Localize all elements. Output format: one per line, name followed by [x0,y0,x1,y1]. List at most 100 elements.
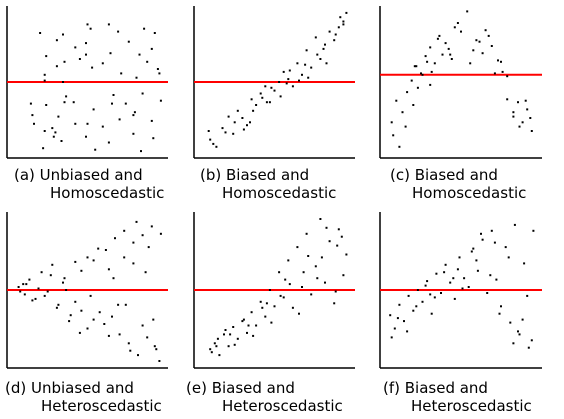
data-point [255,324,258,327]
data-point [109,52,112,55]
caption-e-line-2: Heteroscedastic [222,397,343,415]
data-point [342,20,345,23]
data-point [51,127,54,130]
data-point [101,62,104,65]
data-point [314,265,317,268]
data-point [140,150,142,153]
data-point [85,135,87,138]
data-point [342,23,345,26]
data-point [336,244,339,247]
data-point [521,318,524,321]
data-point [304,63,307,66]
data-point [500,60,502,63]
data-point [325,226,328,229]
data-point [22,283,25,286]
data-point [328,240,331,243]
data-point [43,294,46,297]
data-point [421,73,424,76]
data-point [233,343,236,346]
data-point [296,62,299,65]
data-point [232,132,235,135]
data-point [250,98,253,101]
data-point [143,27,146,30]
data-point [310,293,313,296]
data-point [495,278,498,281]
data-point [273,305,276,308]
data-point [62,33,64,36]
data-point [337,26,340,29]
data-point [518,333,521,336]
data-point [529,117,532,119]
data-point [86,23,89,26]
data-point [438,34,441,37]
data-point [333,39,336,42]
data-point [324,281,326,284]
data-point [403,320,405,323]
caption-e: (e) Biased and Heteroscedastic [186,379,343,415]
data-point [314,36,317,39]
data-point [444,42,447,45]
data-point [232,326,235,328]
data-point [63,60,66,63]
data-point [305,232,308,235]
data-point [489,274,492,277]
data-point [406,91,409,94]
data-point [509,321,512,324]
data-point [28,278,31,281]
data-point [92,259,95,262]
data-point [447,47,450,50]
data-point [101,125,104,128]
data-point [287,78,290,81]
data-point [486,292,489,294]
data-point [416,86,419,89]
data-point [80,309,83,312]
data-point [270,86,273,89]
data-point [242,128,245,131]
data-point [246,331,248,334]
data-point [159,232,162,235]
data-point [472,247,475,250]
data-point [487,34,490,37]
data-point [518,125,521,128]
data-point [241,117,244,119]
data-point [221,127,224,130]
data-point [150,47,153,50]
data-point [72,101,75,104]
data-point [390,336,393,339]
data-point [334,33,337,36]
caption-b-line-2: Homoscedastic [222,184,337,202]
data-point [215,145,218,148]
data-point [273,89,276,92]
data-point [426,60,429,63]
data-point [111,102,113,105]
data-point [118,118,121,121]
data-point [449,281,452,284]
data-point [504,246,507,249]
caption-d-line-1: (d) Unbiased and [5,379,134,397]
data-point [475,39,478,42]
data-point [236,109,239,112]
data-point [150,225,153,228]
data-point [453,297,456,300]
caption-c-line-2: Homoscedastic [412,184,527,202]
data-point [264,315,267,318]
data-point [68,320,71,323]
data-point [57,115,60,118]
data-point [118,333,121,336]
data-point [39,32,42,34]
data-point [78,58,81,60]
data-point [55,39,58,42]
data-point [278,81,281,83]
data-point [147,246,150,249]
data-point [345,11,348,14]
data-point [310,66,313,69]
data-point [224,329,227,331]
data-point [307,255,310,257]
data-point [493,241,496,244]
data-point [298,312,300,315]
data-point [55,306,58,309]
data-point [259,92,262,95]
data-point [264,85,267,88]
